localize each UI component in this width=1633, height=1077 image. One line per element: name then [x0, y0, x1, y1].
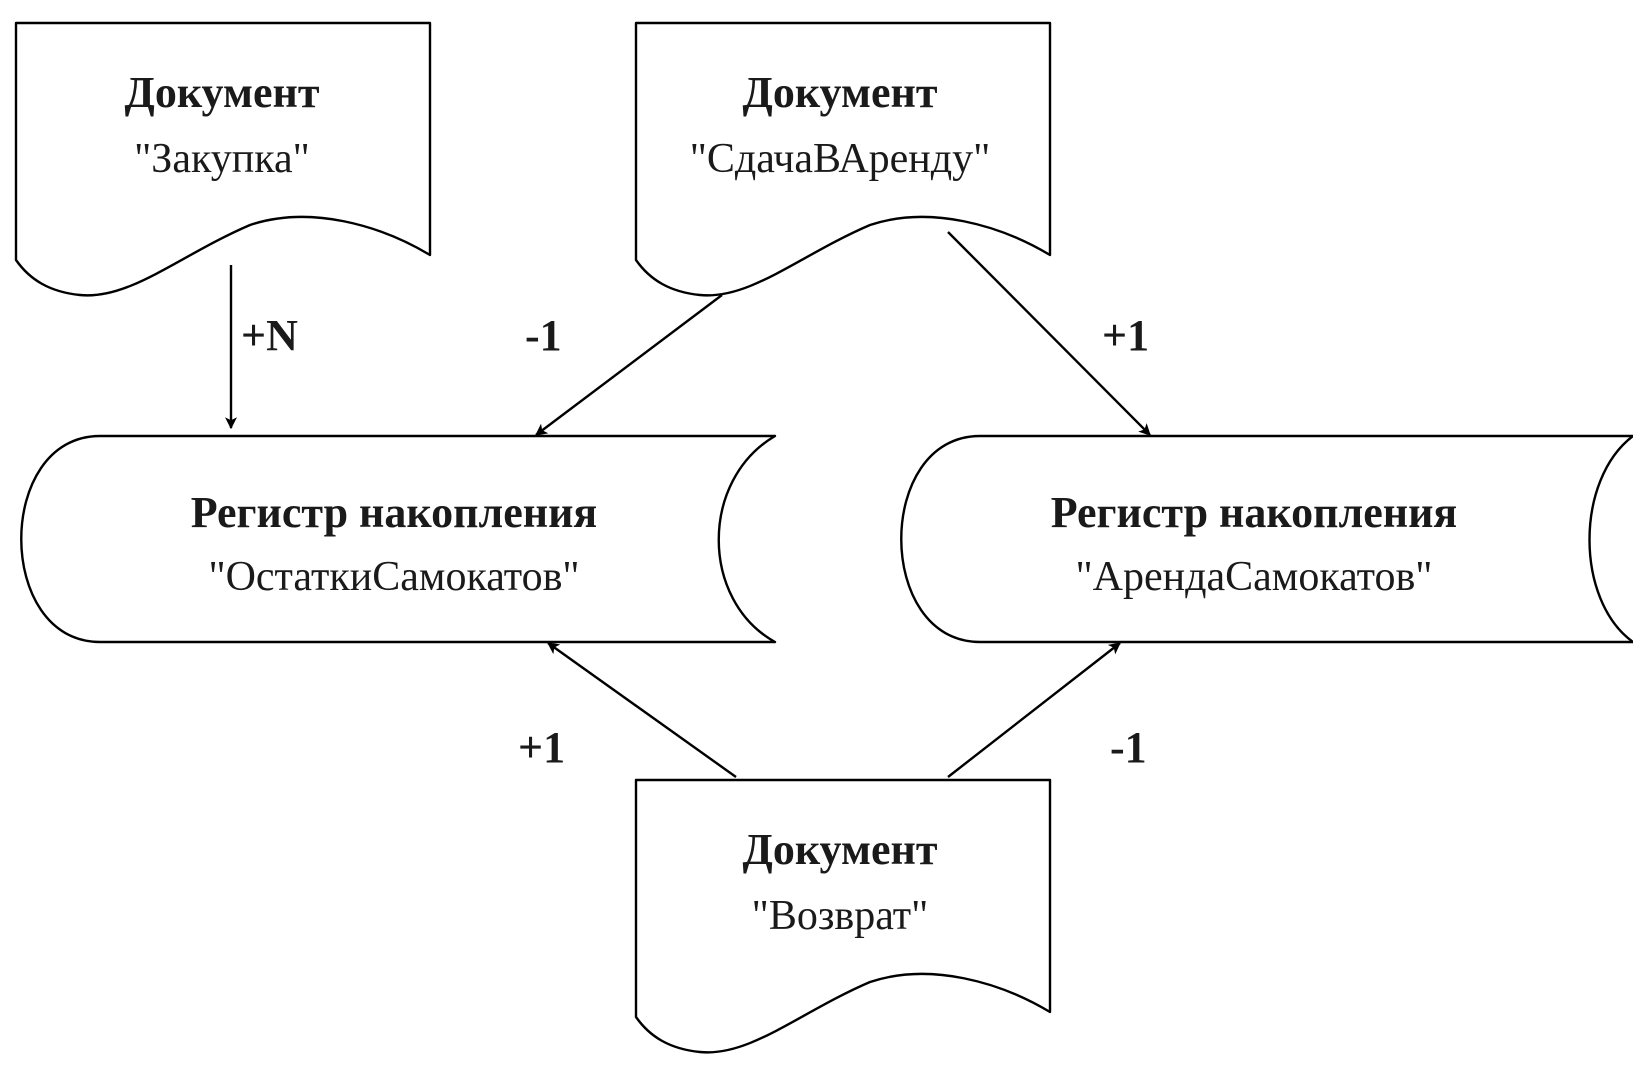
register-rent-title: Регистр накопления: [1051, 488, 1458, 537]
register-rent-end-cap: [1588, 435, 1633, 643]
register-rent[interactable]: Регистр накопления "АрендаСамокатов": [900, 434, 1633, 644]
document-return-name: "Возврат": [752, 893, 929, 939]
document-return-title: Документ: [743, 825, 938, 874]
register-stock[interactable]: Регистр накопления "ОстаткиСамокатов": [20, 434, 777, 644]
document-purchase-title: Документ: [125, 68, 320, 117]
register-shape: [900, 434, 1633, 644]
document-return[interactable]: Документ "Возврат": [634, 778, 1052, 1054]
document-shape: [14, 21, 432, 297]
document-rental[interactable]: Документ "СдачаВАренду": [634, 21, 1052, 297]
edge-rental-to-stock: -1: [525, 294, 723, 436]
document-rental-title: Документ: [743, 68, 938, 117]
register-stock-title: Регистр накопления: [191, 488, 598, 537]
edge-label-return-to-rent: -1: [1110, 723, 1147, 772]
register-stock-name: "ОстаткиСамокатов": [208, 554, 579, 600]
edge-label-rental-to-rent: +1: [1102, 311, 1149, 360]
edge-rental-to-rent: +1: [947, 231, 1151, 436]
register-rent-name: "АрендаСамокатов": [1076, 554, 1433, 600]
edge-label-return-to-stock: +1: [518, 723, 565, 772]
document-purchase[interactable]: Документ "Закупка": [14, 21, 432, 297]
document-purchase-name: "Закупка": [134, 136, 310, 182]
edge-label-rental-to-stock: -1: [525, 311, 562, 360]
edge-purchase-to-stock: +N: [225, 265, 298, 430]
edge-return-to-stock: +1: [518, 642, 737, 778]
document-shape: [634, 778, 1052, 1054]
register-shape: [20, 434, 777, 644]
edge-return-to-rent: -1: [947, 642, 1147, 778]
document-shape: [634, 21, 1052, 297]
edge-label-purchase-to-stock: +N: [241, 311, 298, 360]
document-rental-name: "СдачаВАренду": [690, 136, 991, 182]
